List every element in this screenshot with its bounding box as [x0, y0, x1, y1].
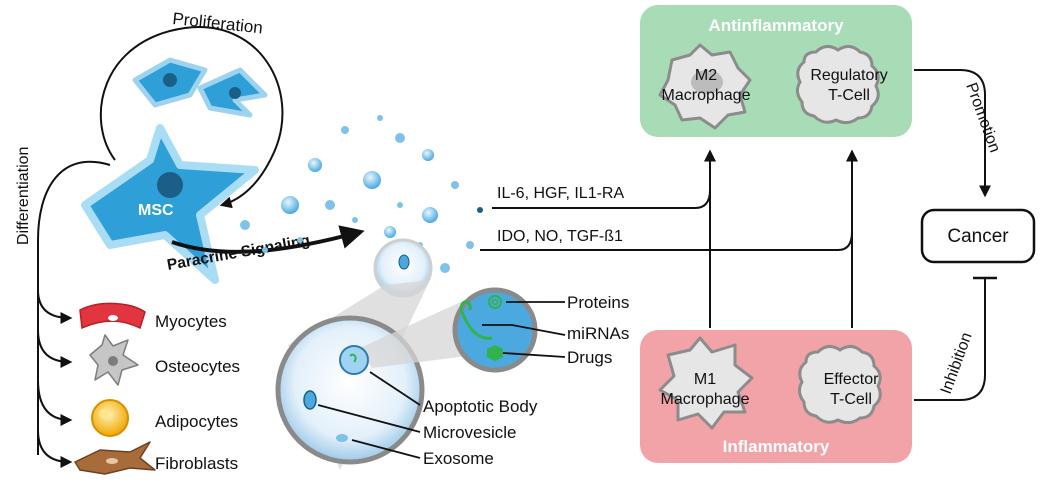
proliferation-label: Proliferation: [172, 9, 264, 37]
m1-label-line1: M1: [694, 371, 716, 388]
fibroblast-icon: [74, 441, 156, 475]
fibroblasts-label: Fibroblasts: [155, 454, 238, 473]
regulatory-tcell-icon: [795, 45, 880, 125]
msc-label: MSC: [138, 202, 174, 219]
teff-label-line1: Effector: [824, 371, 880, 388]
microvesicle-label: Microvesicle: [423, 423, 517, 442]
differentiation-label: Differentiation: [15, 147, 32, 245]
exosome-label: Exosome: [423, 449, 494, 468]
promotion-arrow: Promotion: [914, 69, 1003, 198]
msc-cell-icon: MSC: [81, 124, 259, 284]
cancer-label: Cancer: [947, 226, 1009, 247]
myocyte-icon: [79, 302, 146, 330]
m1-macrophage-icon: [658, 336, 754, 430]
antiinflammatory-box: Antinflammatory M2 Macrophage Regulatory…: [640, 5, 912, 137]
antiinflammatory-title: Antinflammatory: [708, 16, 844, 35]
teff-label-line2: T-Cell: [830, 391, 872, 408]
myocytes-label: Myocytes: [155, 312, 227, 331]
proliferating-cells-icon: [132, 57, 268, 118]
inhibition-label: Inhibition: [938, 330, 976, 396]
apoptotic-body-label: Apoptotic Body: [423, 397, 538, 416]
m2-label-line2: Macrophage: [662, 87, 751, 104]
osteocytes-label: Osteocytes: [155, 357, 240, 376]
m2-label-line1: M2: [695, 67, 717, 84]
treg-label-line2: T-Cell: [828, 87, 870, 104]
m1-label-line2: Macrophage: [661, 391, 750, 408]
cargo-callouts: [317, 301, 566, 459]
adipocyte-icon: [91, 399, 129, 437]
mirnas-label: miRNAs: [567, 324, 629, 343]
drugs-label: Drugs: [567, 348, 612, 367]
signal-label-1: IL-6, HGF, IL1-RA: [497, 185, 624, 202]
differentiation-tree: Differentiation: [15, 147, 111, 468]
adipocytes-label: Adipocytes: [155, 412, 238, 431]
inhibition-arrow: Inhibition: [914, 276, 997, 401]
inflammatory-title: Inflammatory: [723, 437, 830, 456]
osteocyte-icon: [89, 334, 139, 386]
cancer-node: Cancer: [920, 208, 1036, 264]
polarization-arrows: [704, 149, 858, 328]
treg-label-line1: Regulatory: [810, 67, 887, 84]
inflammatory-box: Inflammatory M1 Macrophage Effector T-Ce…: [640, 330, 912, 463]
effector-tcell-icon: [797, 345, 882, 425]
secreted-vesicles-cloud: [240, 115, 483, 273]
promotion-label: Promotion: [962, 81, 1003, 155]
vesicle-zoom: [275, 238, 538, 470]
proteins-label: Proteins: [567, 293, 629, 312]
signal-label-2: IDO, NO, TGF-ß1: [497, 228, 623, 245]
